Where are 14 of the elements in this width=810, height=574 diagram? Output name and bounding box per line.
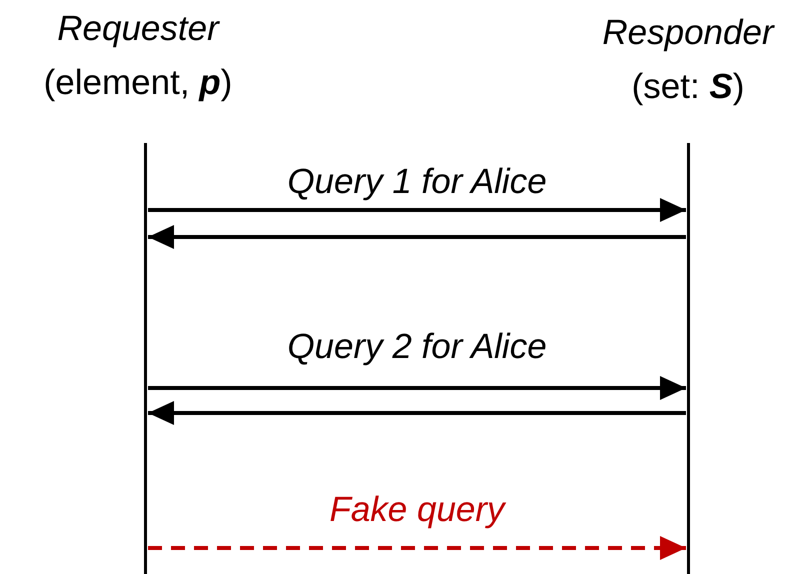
lifeline [687, 143, 690, 574]
arrow [148, 225, 686, 249]
edge-label: Query 2 for Alice [287, 326, 547, 368]
arrow [148, 401, 686, 425]
arrow [148, 376, 686, 400]
lifeline-subtitle: (element, p) [44, 62, 232, 104]
lifeline-title: Requester [57, 8, 219, 50]
edge-label: Query 1 for Alice [287, 161, 547, 203]
arrow [148, 198, 686, 222]
edge-label: Fake query [329, 489, 505, 531]
lifeline-subtitle: (set: S) [632, 66, 744, 108]
lifeline [144, 143, 147, 574]
arrow [148, 536, 686, 560]
lifeline-title: Responder [602, 12, 774, 54]
